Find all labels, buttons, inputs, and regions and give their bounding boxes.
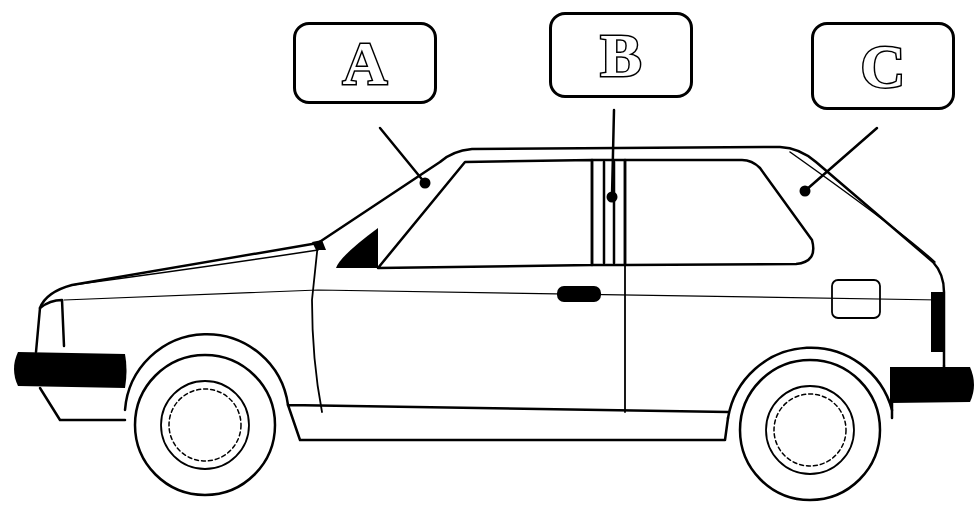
- rear-side-window: [625, 160, 813, 265]
- front-lower-body: [40, 388, 125, 420]
- car-body-outline: [40, 147, 944, 366]
- pillar-letter: C: [861, 35, 906, 97]
- leader-dot: [800, 186, 811, 197]
- rear-wheel-arch: [728, 348, 892, 418]
- rear-hubcap-ring: [774, 394, 846, 466]
- quarter-vent-window: [336, 228, 378, 268]
- rear-tire: [740, 360, 880, 500]
- body-side-line: [64, 290, 940, 300]
- hatch-line: [790, 152, 935, 262]
- pillar-letter: B: [600, 24, 641, 86]
- door-sill: [288, 405, 728, 440]
- rear-bumper: [890, 367, 974, 403]
- door-handle: [557, 286, 601, 302]
- front-hubcap-ring: [169, 389, 241, 461]
- front-wheel-arch: [125, 334, 288, 410]
- mirror: [312, 240, 326, 250]
- front-tire: [135, 355, 275, 495]
- leader-line: [806, 128, 877, 190]
- b-pillar: [592, 160, 625, 265]
- front-bumper: [14, 352, 127, 388]
- rear-hubcap: [766, 386, 854, 474]
- leader-dot: [420, 178, 431, 189]
- tail-light: [931, 292, 944, 352]
- leader-line: [380, 128, 425, 183]
- fuel-door: [832, 280, 880, 318]
- label-box: C: [811, 22, 955, 110]
- front-hubcap: [161, 381, 249, 469]
- label-box: A: [293, 22, 437, 104]
- car-front-face: [36, 300, 64, 352]
- leader-dot: [607, 192, 618, 203]
- front-side-window: [378, 160, 592, 268]
- hood-line: [72, 250, 318, 285]
- leader-line: [612, 110, 614, 196]
- pillar-letter: A: [343, 32, 388, 94]
- label-box: B: [549, 12, 693, 98]
- door-outline: [312, 160, 625, 412]
